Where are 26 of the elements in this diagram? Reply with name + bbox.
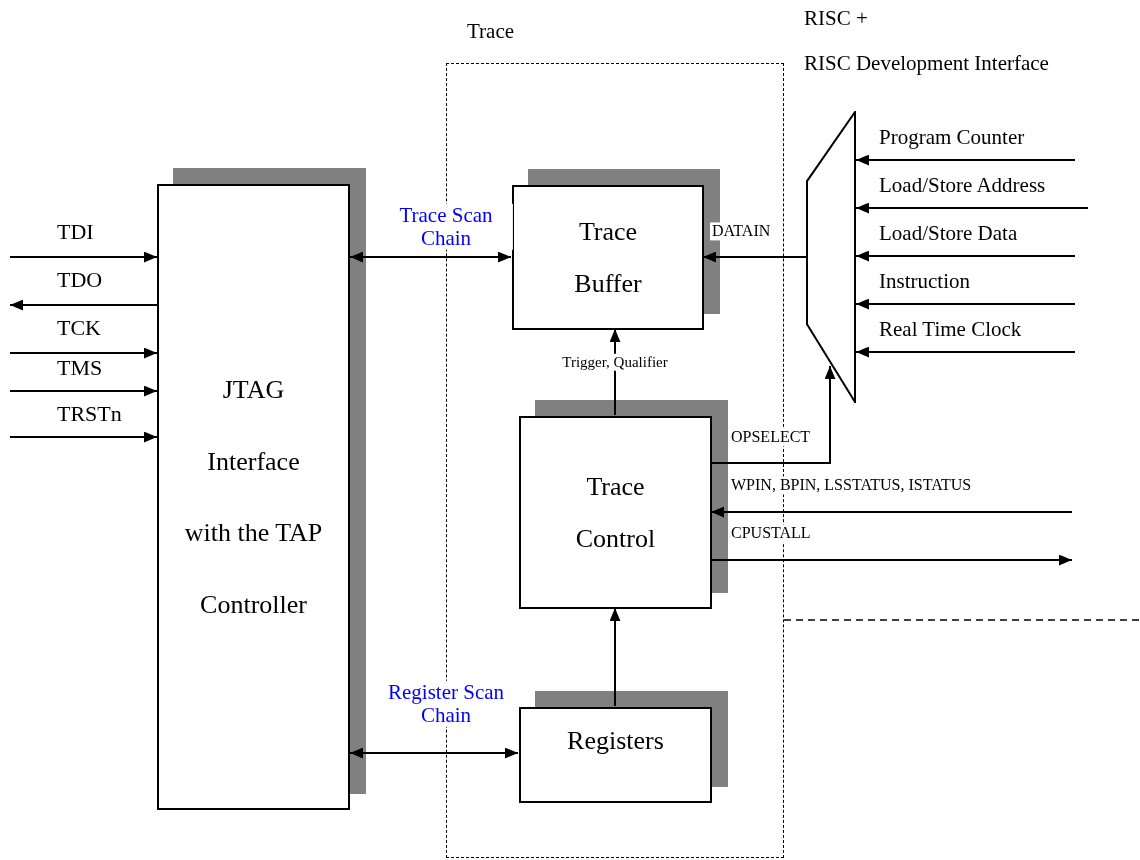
arrow: [349, 251, 512, 263]
edge-label: CPUSTALL: [729, 524, 813, 542]
arrow: [9, 251, 158, 263]
edge-label: OPSELECT: [729, 428, 813, 446]
region-title: RISC Development Interface: [804, 51, 1049, 76]
arrow: [609, 607, 621, 707]
arrow: [855, 250, 1076, 262]
arrow: [9, 431, 158, 443]
arrow: [9, 347, 158, 359]
arrow: [349, 747, 519, 759]
region-title: Trace: [467, 19, 515, 44]
arrow: [855, 202, 1089, 214]
arrow: [855, 298, 1076, 310]
arrow: [9, 299, 158, 311]
block-label: Trace Control: [574, 470, 657, 555]
region-title: RISC +: [804, 6, 868, 31]
arrow: [855, 154, 1076, 166]
edge-label: WPIN, BPIN, LSSTATUS, ISTATUS: [729, 476, 974, 494]
arrow: [9, 385, 158, 397]
multiplexer-symbol: [806, 111, 856, 403]
block-label: Registers: [567, 725, 664, 758]
block-label: Trace Buffer: [573, 215, 643, 300]
arrow: [855, 346, 1076, 358]
edge-label: DATAIN: [710, 222, 773, 240]
edge-label: Trigger, Qualifier: [560, 353, 670, 371]
block-label: JTAG Interface with the TAP Controller: [183, 374, 324, 621]
